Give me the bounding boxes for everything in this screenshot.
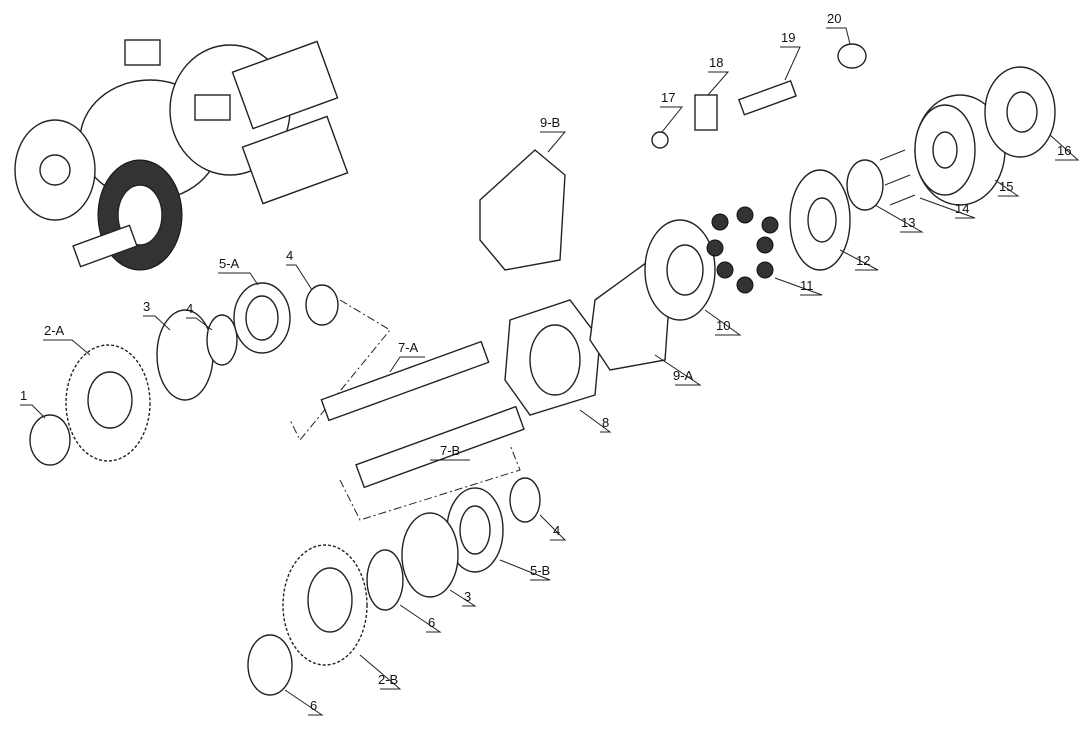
label-9b: 9-B (540, 115, 560, 130)
part-13-ball-guide (846, 159, 884, 211)
label-17: 17 (661, 90, 675, 105)
label-3b: 3 (464, 589, 471, 604)
part-11-pistons (706, 206, 779, 294)
part-12-retainer (789, 169, 851, 271)
part-5a-bearing (233, 282, 291, 354)
label-15: 15 (999, 179, 1013, 194)
part-4b-ring (305, 284, 339, 326)
label-6a: 6 (428, 615, 435, 630)
label-18: 18 (709, 55, 723, 70)
label-2a: 2-A (44, 323, 65, 338)
label-1: 1 (20, 388, 27, 403)
label-4b: 4 (286, 248, 293, 263)
label-13: 13 (901, 215, 915, 230)
label-7b: 7-B (440, 443, 460, 458)
label-19: 19 (781, 30, 795, 45)
label-11: 11 (800, 278, 814, 293)
part-16-valve-plate (984, 66, 1056, 158)
label-10: 10 (716, 318, 730, 333)
part-14-springs (879, 149, 916, 206)
part-4c-ring (509, 477, 541, 523)
part-7b-shaft (355, 405, 525, 489)
part-3a-ring (156, 309, 214, 401)
label-9a: 9-A (673, 368, 694, 383)
part-6b-ring (247, 634, 293, 696)
part-17-plug (651, 131, 669, 149)
part-4a-ring (206, 314, 238, 366)
part-3b-ring (401, 512, 459, 598)
label-16: 16 (1057, 143, 1071, 158)
part-5b-bearing (446, 487, 504, 573)
assembled-pump-illustration (14, 39, 349, 271)
label-14: 14 (955, 201, 969, 216)
part-20-cap (837, 43, 867, 69)
leader-lines (20, 27, 1080, 716)
part-2b-gear (282, 544, 368, 666)
part-6a-ring (366, 549, 404, 611)
label-7a: 7-A (398, 340, 419, 355)
part-8-plate (504, 299, 601, 416)
label-20: 20 (827, 11, 841, 26)
part-1-washer (29, 414, 71, 466)
label-5b: 5-B (530, 563, 550, 578)
part-18-pin (694, 94, 718, 131)
label-5a: 5-A (219, 256, 240, 271)
label-4a: 4 (186, 301, 193, 316)
label-2b: 2-B (378, 672, 398, 687)
part-9b-swashplate (479, 149, 566, 271)
label-3a: 3 (143, 299, 150, 314)
label-8: 8 (602, 415, 609, 430)
part-7a-shaft (320, 340, 490, 422)
label-12: 12 (856, 253, 870, 268)
part-15-cylinder-block (914, 94, 1006, 206)
label-4c: 4 (553, 523, 560, 538)
part-19-screw (737, 80, 797, 116)
part-10-plate (644, 219, 716, 321)
part-2a-gear (65, 344, 151, 462)
label-6b: 6 (310, 698, 317, 713)
